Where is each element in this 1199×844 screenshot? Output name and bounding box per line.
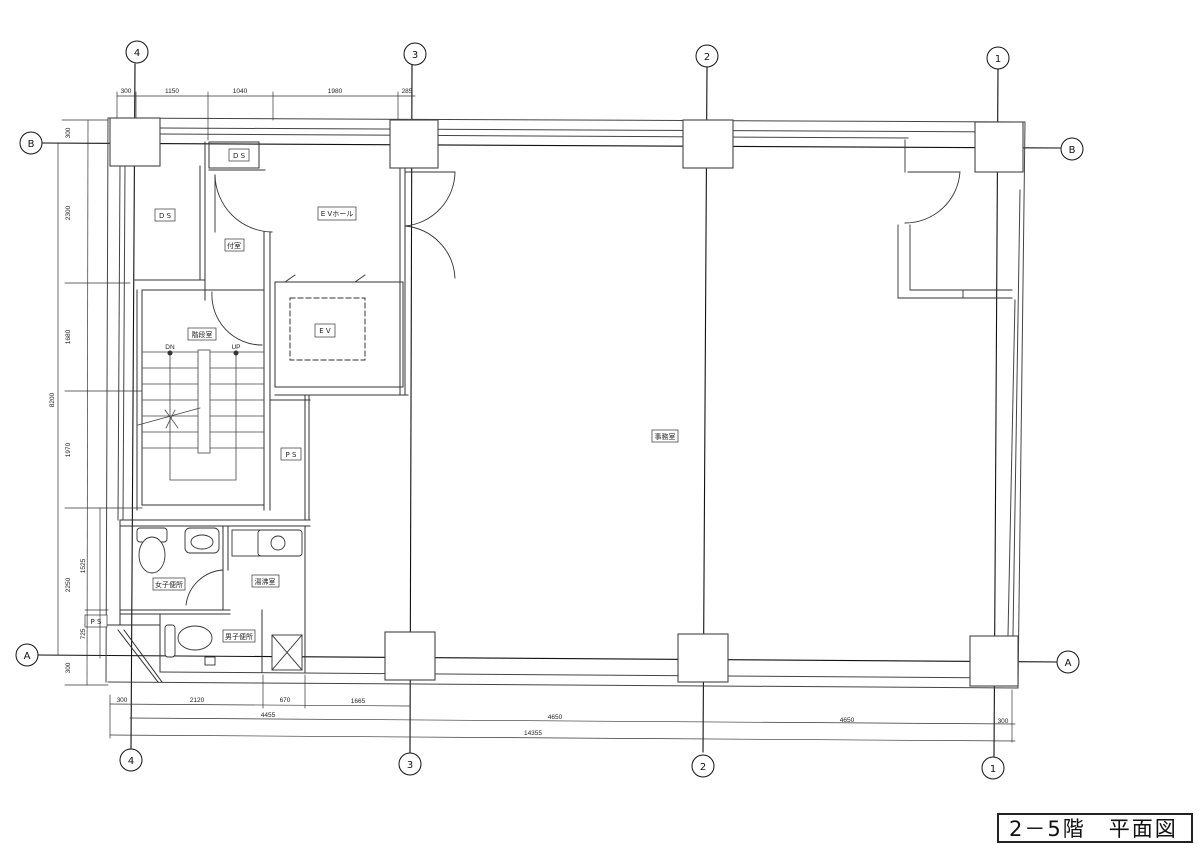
- svg-text:A: A: [24, 651, 31, 662]
- axis-bubble-a-right: A: [1056, 650, 1080, 674]
- svg-text:2250: 2250: [65, 577, 72, 592]
- stair-down-marker: [167, 350, 173, 356]
- core-walls: [84, 141, 409, 683]
- svg-text:B: B: [1069, 145, 1076, 156]
- svg-text:2300: 2300: [65, 205, 72, 220]
- room-label-kitchenette: 湯沸室: [255, 577, 276, 586]
- svg-text:B: B: [28, 139, 35, 150]
- svg-text:4455: 4455: [261, 712, 276, 719]
- svg-text:14355: 14355: [524, 730, 542, 737]
- dish-rack-icon: [231, 529, 261, 557]
- svg-text:285: 285: [402, 88, 413, 95]
- exterior-walls: [105, 117, 1026, 689]
- svg-text:2: 2: [700, 762, 706, 773]
- axis-bubble-4-bottom: 4: [119, 748, 143, 772]
- svg-text:1150: 1150: [165, 88, 179, 95]
- axis-bubble-b-right: B: [1060, 137, 1084, 161]
- stair-dn-label: DN: [165, 344, 175, 351]
- fixtures: [136, 527, 303, 671]
- svg-text:8200: 8200: [49, 392, 56, 407]
- axis-bubble-2-bottom: 2: [691, 754, 715, 778]
- toilet-bowl-icon-m: [177, 625, 213, 651]
- svg-text:1040: 1040: [233, 88, 248, 95]
- svg-text:300: 300: [121, 88, 132, 95]
- svg-text:4: 4: [134, 48, 140, 59]
- room-label-ev-hall: E Vホール: [321, 210, 353, 218]
- ev-car-outline: [289, 297, 366, 361]
- room-label-ds-left: D S: [159, 212, 172, 220]
- svg-text:4: 4: [128, 756, 134, 767]
- room-label-vestibule: 付室: [227, 241, 241, 250]
- room-label-ps-left: P S: [91, 618, 102, 626]
- dimension-texts: 300 1150 1040 1980 285 300 2300 1680 197…: [49, 88, 1009, 737]
- svg-text:300: 300: [65, 662, 72, 673]
- svg-text:725: 725: [80, 628, 87, 639]
- stair-up-marker: [233, 350, 239, 356]
- svg-text:4650: 4650: [840, 717, 855, 724]
- svg-text:1: 1: [990, 764, 996, 775]
- svg-text:1980: 1980: [328, 88, 343, 95]
- axis-bubble-1-top: 1: [986, 46, 1010, 70]
- stair-up-label: UP: [231, 344, 240, 351]
- svg-text:1680: 1680: [65, 329, 72, 344]
- svg-text:3: 3: [412, 50, 418, 61]
- svg-text:1: 1: [995, 54, 1001, 65]
- axis-bubble-b-left: B: [19, 131, 43, 155]
- axis-bubble-4-top: 4: [125, 40, 149, 64]
- svg-text:A: A: [1065, 658, 1072, 669]
- room-label-ds-top: D S: [233, 152, 246, 160]
- svg-text:670: 670: [280, 697, 291, 704]
- doors[interactable]: [185, 139, 1013, 606]
- room-label-ps-mid: P S: [286, 451, 297, 459]
- room-label-mens-wc: 男子便所: [225, 632, 253, 641]
- svg-text:300: 300: [998, 718, 1009, 725]
- svg-text:2: 2: [704, 52, 710, 63]
- room-label-ev: E V: [319, 327, 331, 335]
- axis-bubble-a-left: A: [15, 643, 39, 667]
- svg-text:300: 300: [117, 697, 128, 704]
- axis-bubble-3-bottom: 3: [398, 752, 422, 776]
- svg-text:1665: 1665: [351, 698, 366, 705]
- svg-text:1525: 1525: [80, 558, 87, 573]
- room-labels: [84, 148, 679, 643]
- svg-text:3: 3: [407, 760, 413, 771]
- grid-lines: [36, 63, 1061, 757]
- columns: [109, 117, 1024, 687]
- svg-text:2120: 2120: [190, 697, 205, 704]
- toilet-bowl-icon: [138, 536, 166, 574]
- dimension-lines: [57, 91, 1016, 743]
- svg-text:300: 300: [65, 127, 72, 138]
- stair-treads: [137, 349, 265, 481]
- drawing-title: 2－5階 平面図: [997, 813, 1193, 843]
- svg-text:1970: 1970: [65, 442, 72, 457]
- axis-bubble-3-top: 3: [403, 42, 427, 66]
- axis-bubble-2-top: 2: [695, 44, 719, 68]
- room-label-office: 事務室: [655, 432, 676, 441]
- room-label-womens-wc: 女子便所: [155, 580, 183, 589]
- toilet-tank-icon-m: [164, 624, 176, 658]
- svg-text:4650: 4650: [548, 714, 563, 721]
- axis-bubble-1-bottom: 1: [981, 756, 1005, 780]
- room-label-stair: 階段室: [192, 330, 213, 339]
